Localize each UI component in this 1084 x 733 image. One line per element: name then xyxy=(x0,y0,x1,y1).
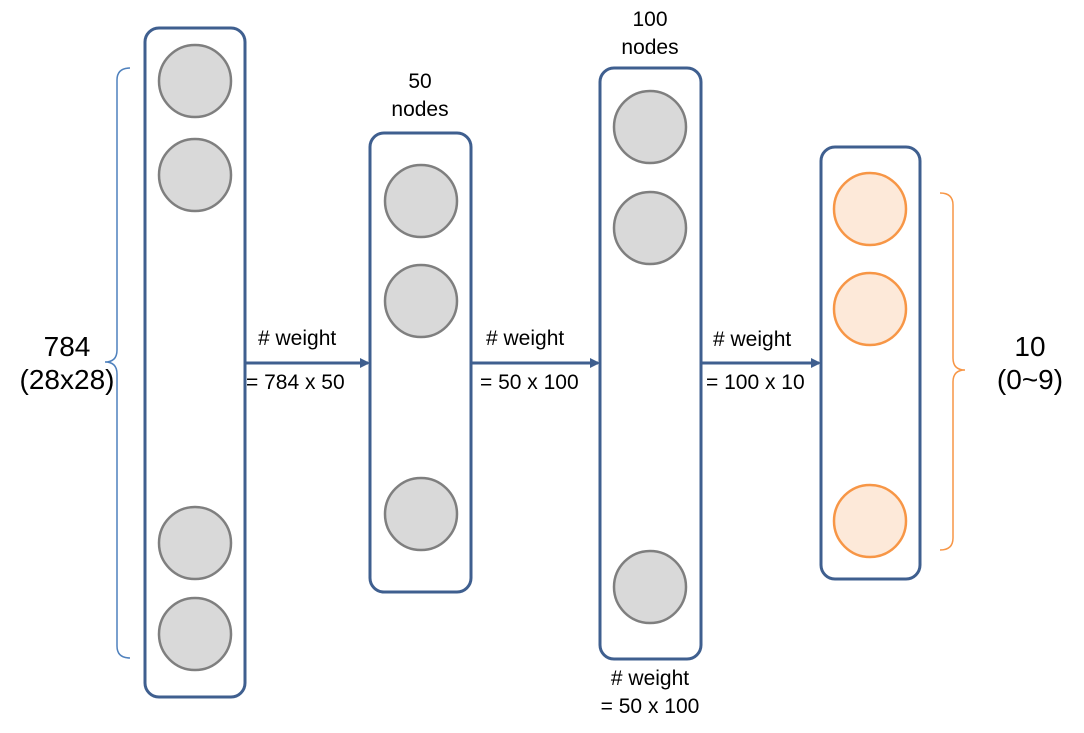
hidden2-node xyxy=(612,549,688,625)
input-node xyxy=(157,596,233,672)
hidden2-nodes-text: nodes xyxy=(621,36,679,59)
connection-1-label: # weight xyxy=(258,327,337,350)
connection-2-label: # weight xyxy=(486,327,565,350)
output-node xyxy=(832,483,908,559)
hidden2-bottom-weight-label: # weight xyxy=(610,667,690,690)
hidden1-node xyxy=(383,163,459,239)
connection-1-value: = 784 x 50 xyxy=(246,371,345,394)
input-node xyxy=(157,505,233,581)
hidden2-node xyxy=(612,190,688,266)
hidden-layer-1-box xyxy=(368,131,473,594)
input-layer-box xyxy=(143,26,247,699)
hidden1-count: 50 xyxy=(408,70,432,93)
input-label: 784 (28x28) xyxy=(8,330,126,396)
hidden2-count: 100 xyxy=(632,8,668,31)
output-layer-box xyxy=(819,145,922,581)
hidden1-label: 50 nodes xyxy=(360,68,480,124)
hidden2-bottom-weight: # weight = 50 x 100 xyxy=(575,665,725,721)
connection-2-value: = 50 x 100 xyxy=(480,371,579,394)
hidden2-node xyxy=(612,89,688,165)
input-brace xyxy=(104,67,131,659)
input-node xyxy=(157,137,233,213)
output-brace xyxy=(939,192,966,551)
output-count: 10 xyxy=(1014,331,1046,362)
input-shape: (28x28) xyxy=(19,364,115,395)
connection-3-label: # weight xyxy=(713,328,792,351)
hidden1-nodes-text: nodes xyxy=(391,98,449,121)
hidden1-node xyxy=(383,263,459,339)
input-count: 784 xyxy=(43,331,91,362)
output-node xyxy=(832,171,908,247)
hidden2-bottom-weight-value: = 50 x 100 xyxy=(600,695,700,718)
hidden1-node xyxy=(383,476,459,552)
connection-3-value: = 100 x 10 xyxy=(706,371,805,394)
hidden2-label: 100 nodes xyxy=(590,6,710,62)
output-node xyxy=(832,271,908,347)
output-label: 10 (0~9) xyxy=(975,330,1084,396)
input-node xyxy=(157,43,233,119)
output-range: (0~9) xyxy=(996,364,1064,395)
